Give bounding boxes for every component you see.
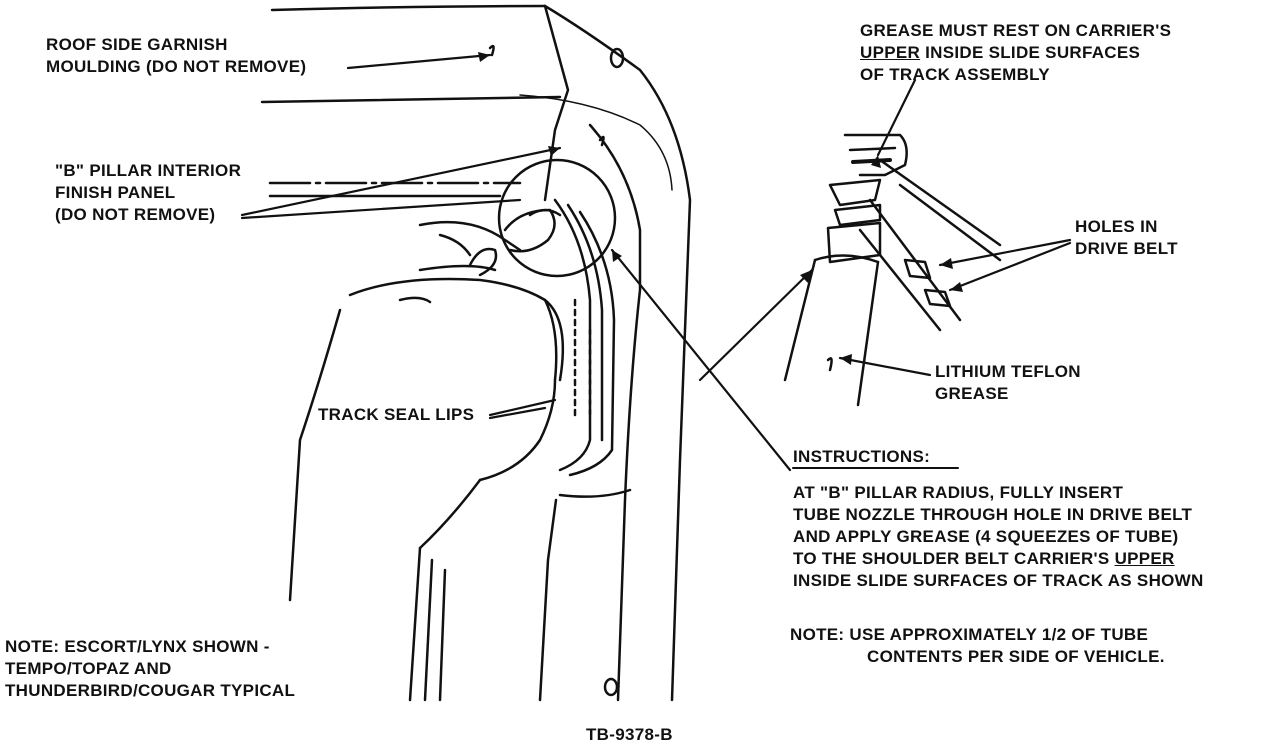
inset-tube-and-track <box>783 133 1002 407</box>
note-vehicle-label: NOTE: ESCORT/LYNX SHOWN - TEMPO/TOPAZ AN… <box>5 637 296 700</box>
arrowheads <box>478 52 963 365</box>
seat-belt-track <box>553 198 616 477</box>
detail-circle <box>497 158 617 278</box>
leader-lines <box>240 53 1072 472</box>
roof-garnish-moulding <box>260 4 692 702</box>
instructions-heading: INSTRUCTIONS <box>793 447 925 466</box>
lithium-label: LITHIUM TEFLON GREASE <box>935 362 1081 403</box>
grease-note-label: GREASE MUST REST ON CARRIER'S UPPER INSI… <box>860 21 1172 84</box>
roof-garnish-label: ROOF SIDE GARNISH MOULDING (DO NOT REMOV… <box>46 35 307 76</box>
upper-emphasis: UPPER <box>1114 549 1175 568</box>
note-tube-label: NOTE: USE APPROXIMATELY 1/2 OF TUBE CONT… <box>790 625 1165 666</box>
track-seal-label: TRACK SEAL LIPS <box>318 405 475 424</box>
holes-label: HOLES IN DRIVE BELT <box>1075 217 1178 258</box>
figure-id: TB-9378-B <box>586 725 673 744</box>
upper-emphasis: UPPER <box>860 43 921 62</box>
b-pillar-label: "B" PILLAR INTERIOR FINISH PANEL (DO NOT… <box>55 161 242 224</box>
b-pillar-panel <box>268 123 642 702</box>
hand-with-tube <box>288 208 565 602</box>
instructions-block: INSTRUCTIONS: AT "B" PILLAR RADIUS, FULL… <box>793 447 1204 590</box>
